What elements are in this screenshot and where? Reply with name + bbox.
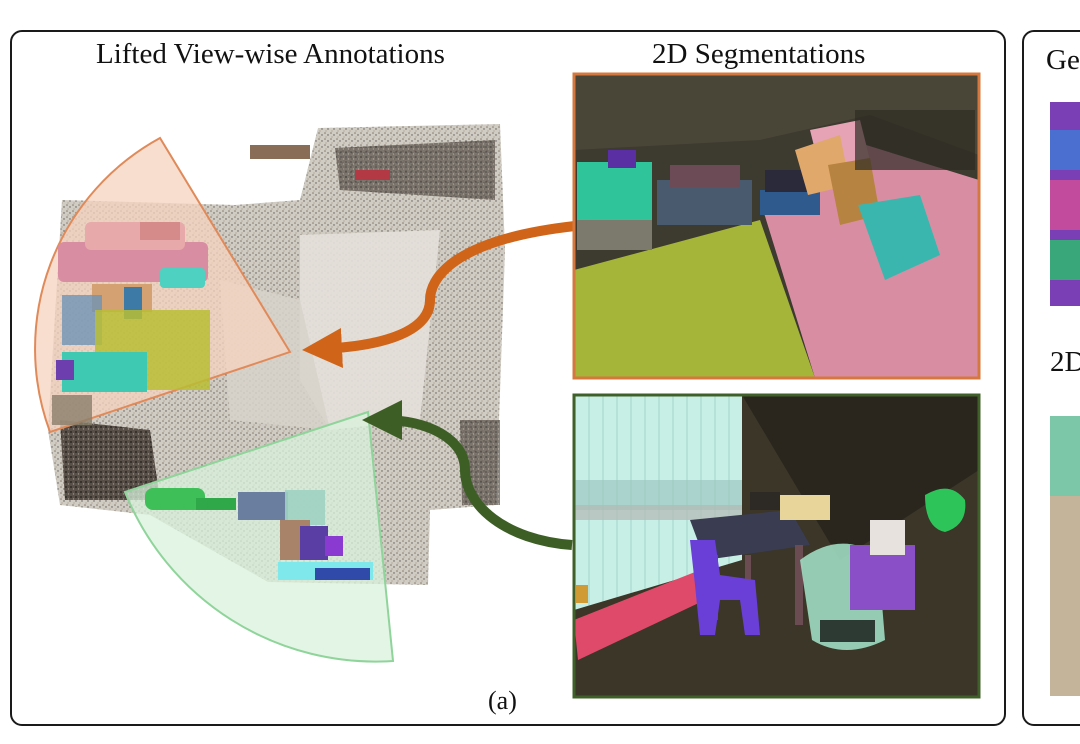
lifted-annotations-title: Lifted View-wise Annotations <box>96 38 445 70</box>
orange-arrow <box>302 221 576 368</box>
panel-b-title-mid: 2D <box>1050 346 1080 378</box>
green-view-frustum <box>123 410 395 663</box>
panel-b-partial-images <box>1050 102 1080 696</box>
segmentation-image-top <box>572 72 981 380</box>
panel-a-caption: (a) <box>488 686 517 715</box>
orange-view-frustum <box>34 136 292 434</box>
panel-b-title-top: Ge <box>1046 44 1080 76</box>
green-arrow <box>362 400 573 550</box>
segmentation-image-bottom <box>572 393 981 699</box>
segmentations-title: 2D Segmentations <box>652 38 866 70</box>
